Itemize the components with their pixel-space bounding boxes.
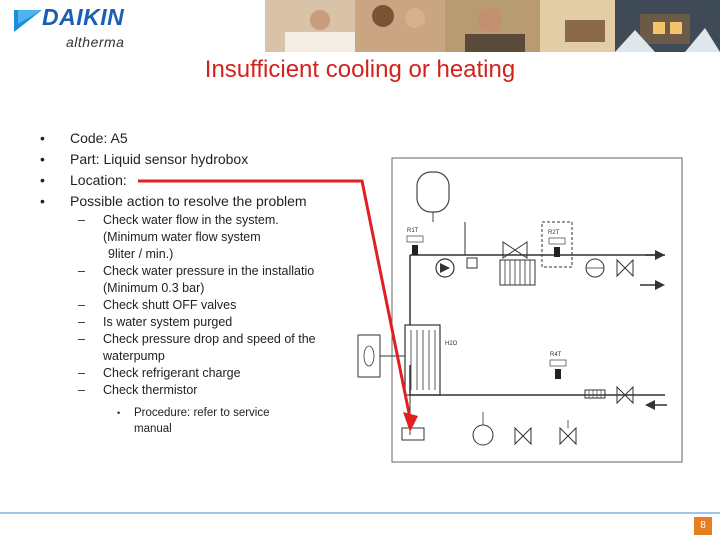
logo-sub-text: altherma: [66, 34, 125, 50]
action-item: –Check shutt OFF valves: [78, 298, 237, 312]
expansion-vessel: [416, 171, 450, 213]
svg-text:R1T: R1T: [407, 228, 419, 234]
svg-text:R4T: R4T: [550, 352, 562, 358]
liquid-sensor-location: [401, 427, 425, 441]
main-bullet-list: •Code: A5 •Part: Liquid sensor hydrobox …: [40, 128, 307, 212]
logo-brand-text: DAIKIN: [42, 4, 125, 30]
slide-title: Insufficient cooling or heating: [204, 56, 516, 83]
header-photo-strip: [265, 0, 720, 52]
footer-divider: [0, 512, 720, 514]
daikin-altherma-logo: DAIKIN altherma: [14, 4, 184, 52]
procedure-note: •Procedure: refer to service manual: [117, 407, 270, 435]
daikin-triangle-logo-icon: [14, 10, 42, 32]
bullet-code: •Code: A5: [40, 130, 128, 146]
hydrobox-diagram: R1T R2T H2O R4T: [357, 157, 683, 463]
action-item: –Check refrigerant charge: [78, 366, 241, 380]
pressure-gauge: [472, 424, 494, 446]
action-item: –Check water flow in the system. (Minimu…: [78, 213, 279, 261]
action-item: –Check water pressure in the installatio…: [78, 264, 315, 295]
bullet-part: •Part: Liquid sensor hydrobox: [40, 151, 249, 167]
bullet-possible-action: •Possible action to resolve the problem: [40, 193, 307, 209]
bullet-location: •Location:: [40, 172, 127, 188]
outdoor-unit: [357, 334, 381, 378]
action-item: –Is water system purged: [78, 315, 233, 329]
svg-text:R2T: R2T: [548, 230, 560, 236]
action-list: –Check water flow in the system. (Minimu…: [78, 212, 348, 399]
water-pump: [435, 258, 455, 278]
page-number-badge: 8: [694, 517, 712, 535]
action-item: –Check thermistor: [78, 383, 198, 397]
svg-text:H2O: H2O: [445, 341, 458, 347]
action-item: –Check pressure drop and speed of the wa…: [78, 332, 316, 363]
